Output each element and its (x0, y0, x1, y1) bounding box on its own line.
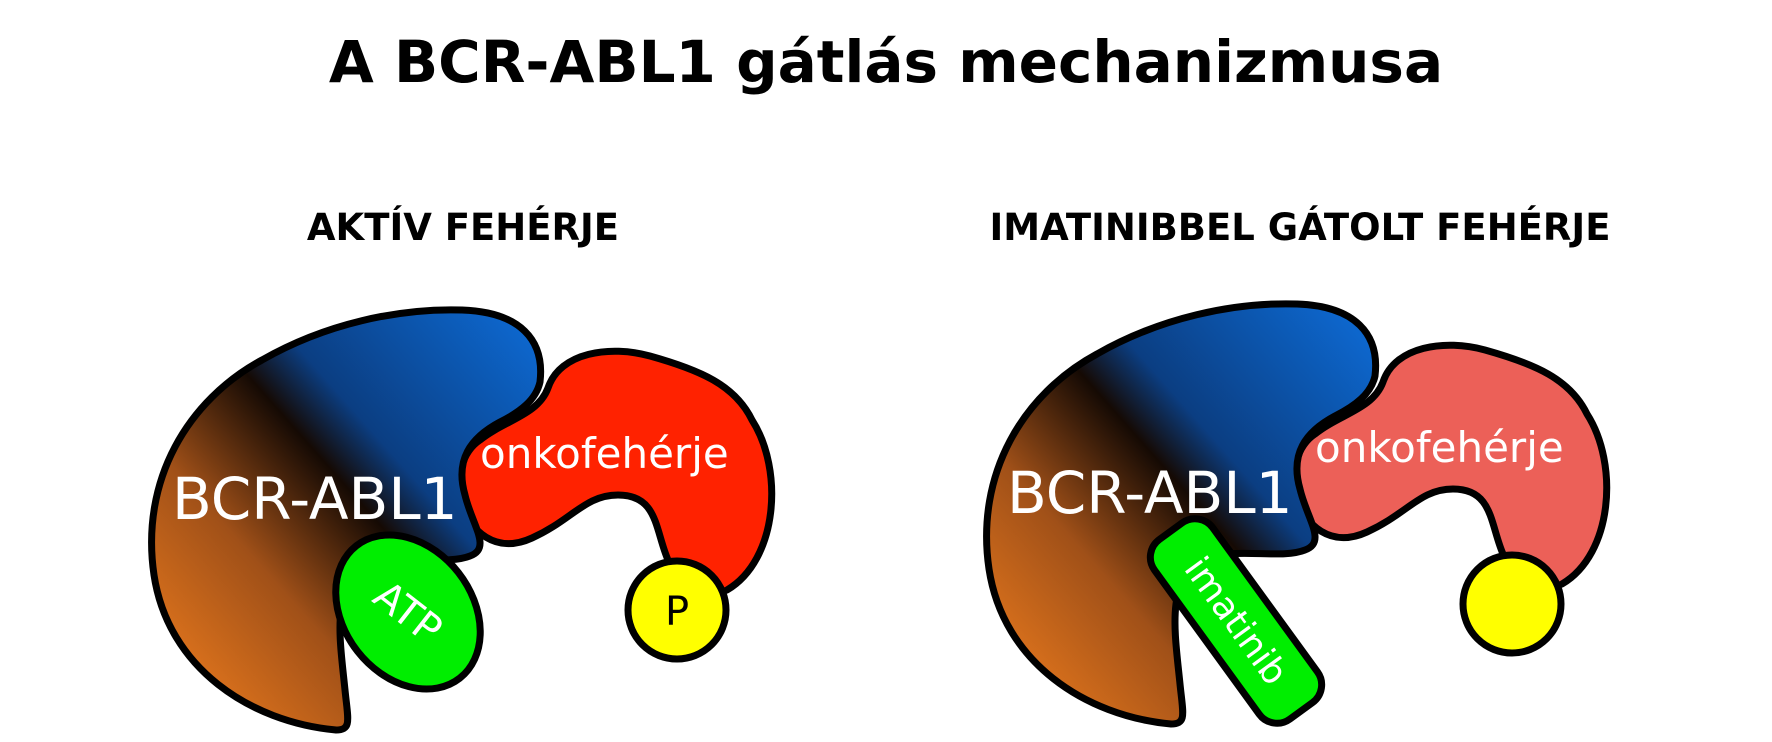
active-protein-heading: AKTÍV FEHÉRJE (306, 206, 620, 249)
oncoprotein-label-active: onkofehérje (480, 429, 729, 478)
page-title: A BCR-ABL1 gátlás mechanizmusa (328, 28, 1444, 96)
phosphate-label: P (665, 589, 689, 635)
bcr-abl1-label-inhibited: BCR-ABL1 (1007, 459, 1293, 527)
bcr-abl1-label-active: BCR-ABL1 (172, 465, 458, 533)
active-protein-group: BCR-ABL1 onkofehérje ATP P (148, 306, 776, 734)
phosphate-circle (624, 557, 730, 663)
unphosphorylated-site-circle (1459, 551, 1565, 657)
inhibited-protein-heading: IMATINIBBEL GÁTOLT FEHÉRJE (989, 206, 1611, 249)
oncoprotein-label-inhibited: onkofehérje (1315, 423, 1564, 472)
atp-molecule (332, 531, 484, 693)
inhibited-protein-group: BCR-ABL1 onkofehérje imatinib (983, 300, 1611, 728)
imatinib-molecule (1146, 515, 1326, 727)
